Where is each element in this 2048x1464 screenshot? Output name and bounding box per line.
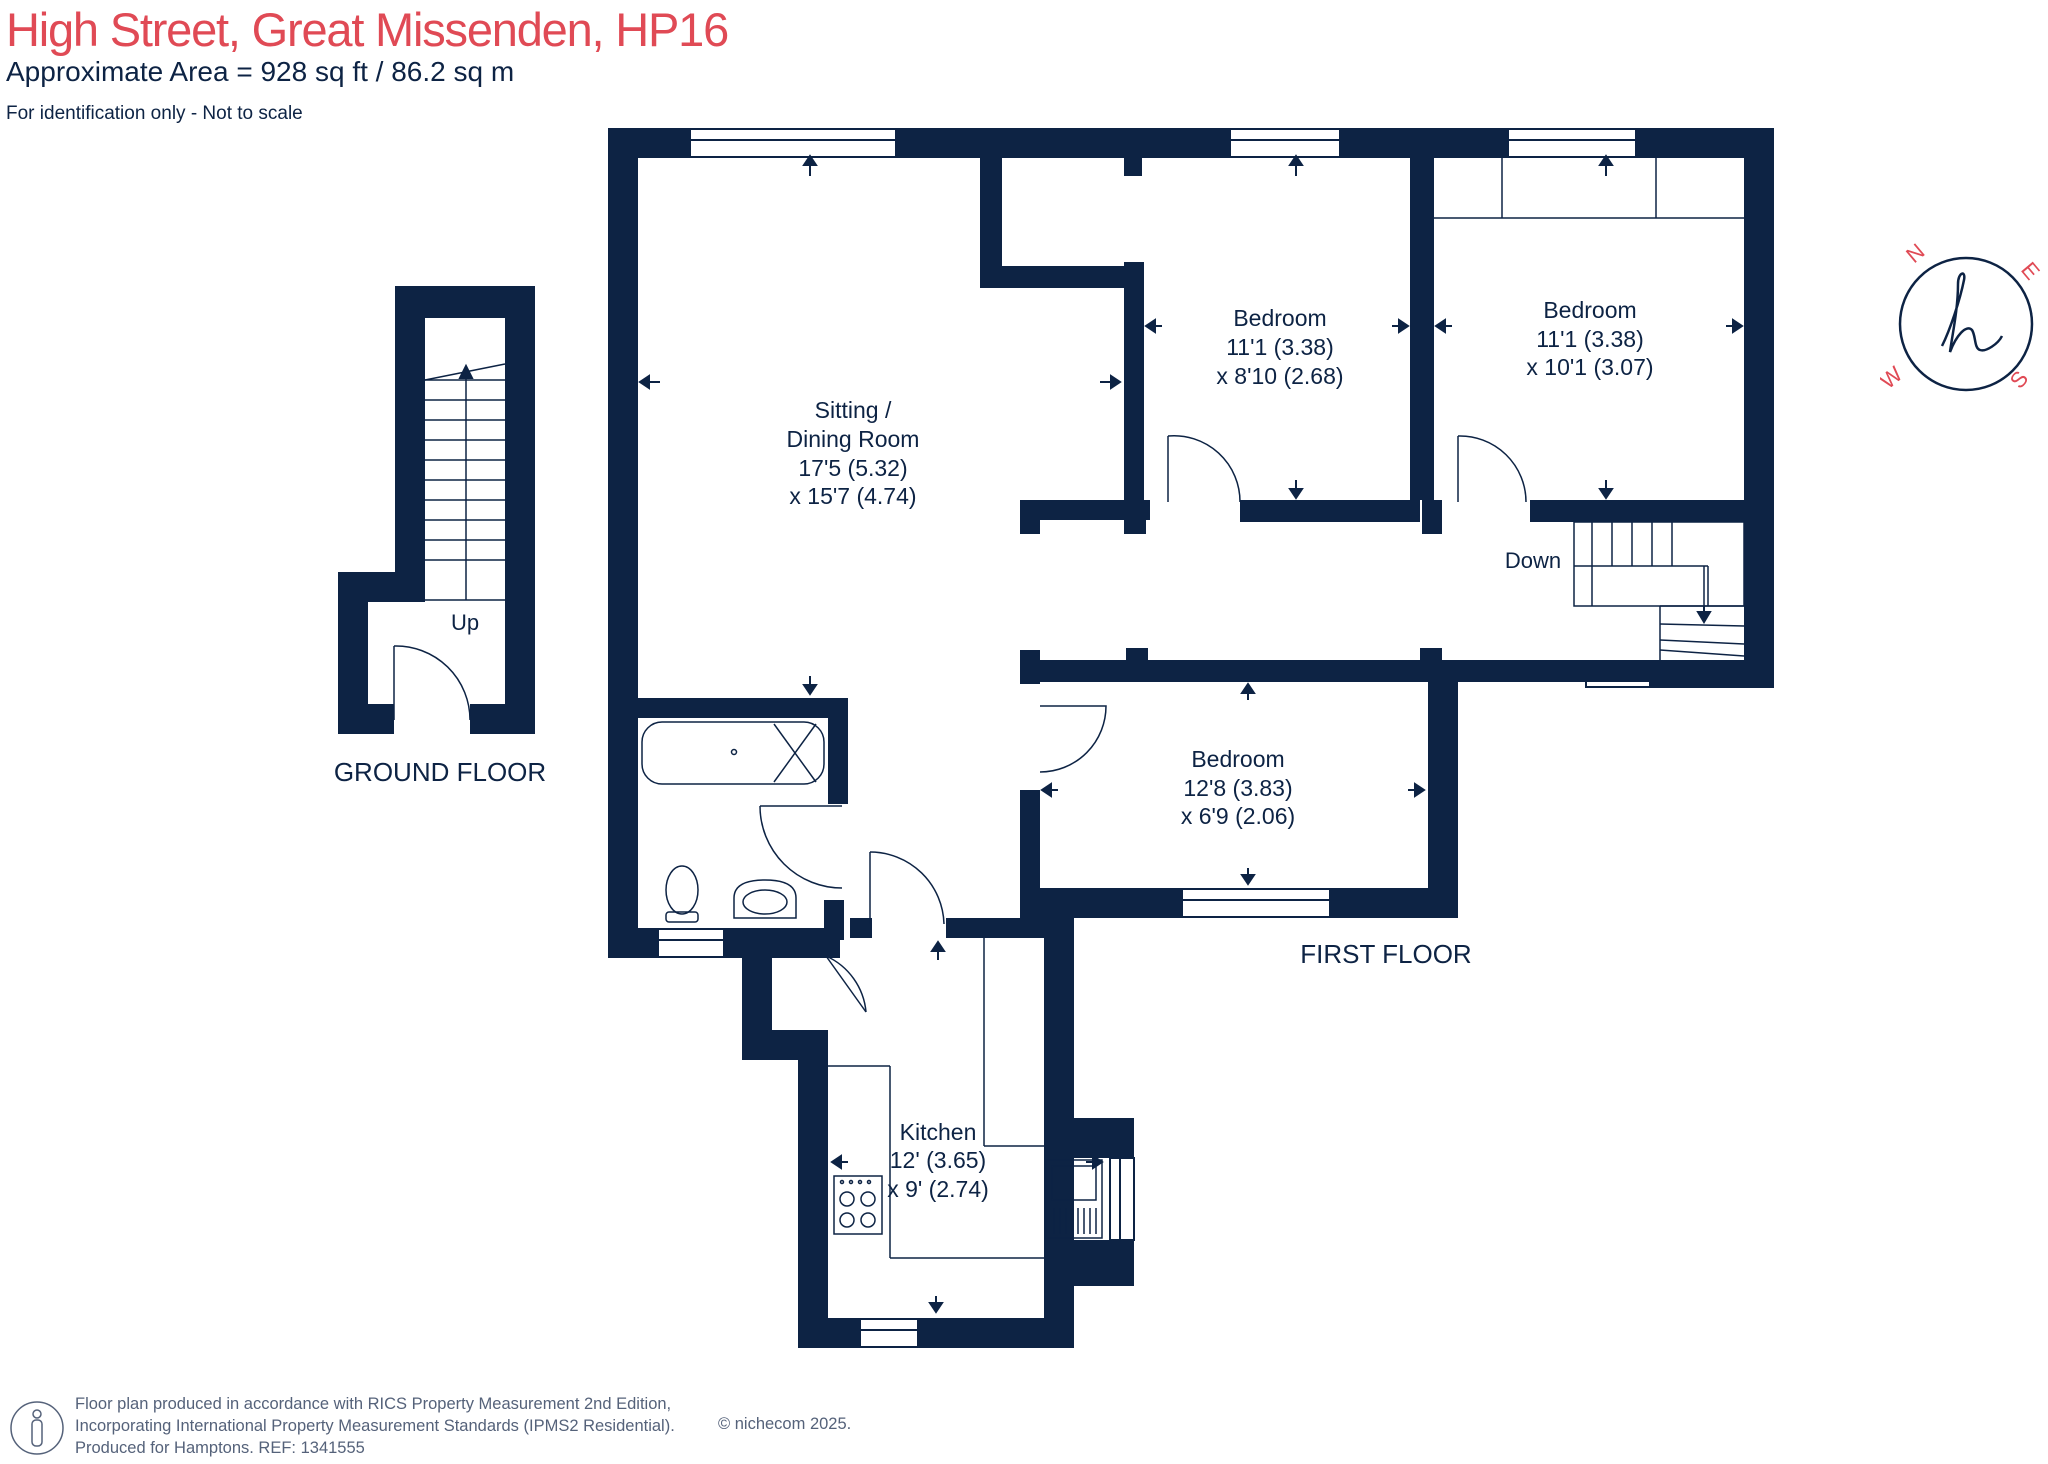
footer-brand: © nichecom 2025. <box>718 1415 852 1433</box>
stairs-up-label: Up <box>451 610 479 635</box>
compass-logo: N E S W <box>1880 240 2045 394</box>
bedroom1-label: Bedroom <box>1233 305 1326 331</box>
sitting-dimension-2: x 15'7 (4.74) <box>789 483 916 509</box>
signature-logo-icon <box>1940 272 2004 353</box>
bedroom1-dimension-2: x 8'10 (2.68) <box>1216 363 1343 389</box>
bedroom1-dimension-1: 11'1 (3.38) <box>1226 334 1334 360</box>
bedroom3-label: Bedroom <box>1191 746 1284 772</box>
room-labels: Sitting / Dining Room 17'5 (5.32) x 15'7… <box>334 297 1654 1202</box>
kitchen-label: Kitchen <box>900 1119 977 1145</box>
compass-n: N <box>1901 240 1929 268</box>
measurement-person-icon <box>10 1401 64 1455</box>
compass-w: W <box>1880 361 1907 394</box>
compass-circle-icon <box>1898 256 2034 392</box>
kitchen-dimension-1: 12' (3.65) <box>890 1147 986 1173</box>
stairs-down-label: Down <box>1505 548 1561 573</box>
footer-line-1: Floor plan produced in accordance with R… <box>75 1395 672 1413</box>
windows <box>657 128 1651 1348</box>
compass-s: S <box>2005 366 2034 393</box>
bedroom2-dimension-2: x 10'1 (3.07) <box>1526 354 1653 380</box>
sitting-label-1: Sitting / <box>815 397 892 423</box>
footer-disclaimer: Floor plan produced in accordance with R… <box>75 1393 675 1459</box>
footer-line-3: Produced for Hamptons. REF: 1341555 <box>75 1439 365 1457</box>
dimension-arrows <box>458 154 1744 1314</box>
identification-note: For identification only - Not to scale <box>6 103 303 124</box>
first-floor-label: FIRST FLOOR <box>1300 939 1471 969</box>
property-title: High Street, Great Missenden, HP16 <box>6 3 729 56</box>
sitting-label-2: Dining Room <box>787 426 920 452</box>
compass-e: E <box>2016 257 2045 284</box>
bedroom3-dimension-1: 12'8 (3.83) <box>1183 775 1292 801</box>
footer-line-2: Incorporating International Property Mea… <box>75 1417 675 1435</box>
bedroom2-dimension-1: 11'1 (3.38) <box>1536 326 1644 352</box>
approximate-area: Approximate Area = 928 sq ft / 86.2 sq m <box>6 56 515 87</box>
ground-floor-label: GROUND FLOOR <box>334 757 546 787</box>
sitting-dimension-1: 17'5 (5.32) <box>798 455 907 481</box>
kitchen-dimension-2: x 9' (2.74) <box>887 1176 989 1202</box>
bedroom3-dimension-2: x 6'9 (2.06) <box>1181 803 1295 829</box>
bedroom2-label: Bedroom <box>1543 297 1636 323</box>
walls <box>338 128 1774 1348</box>
